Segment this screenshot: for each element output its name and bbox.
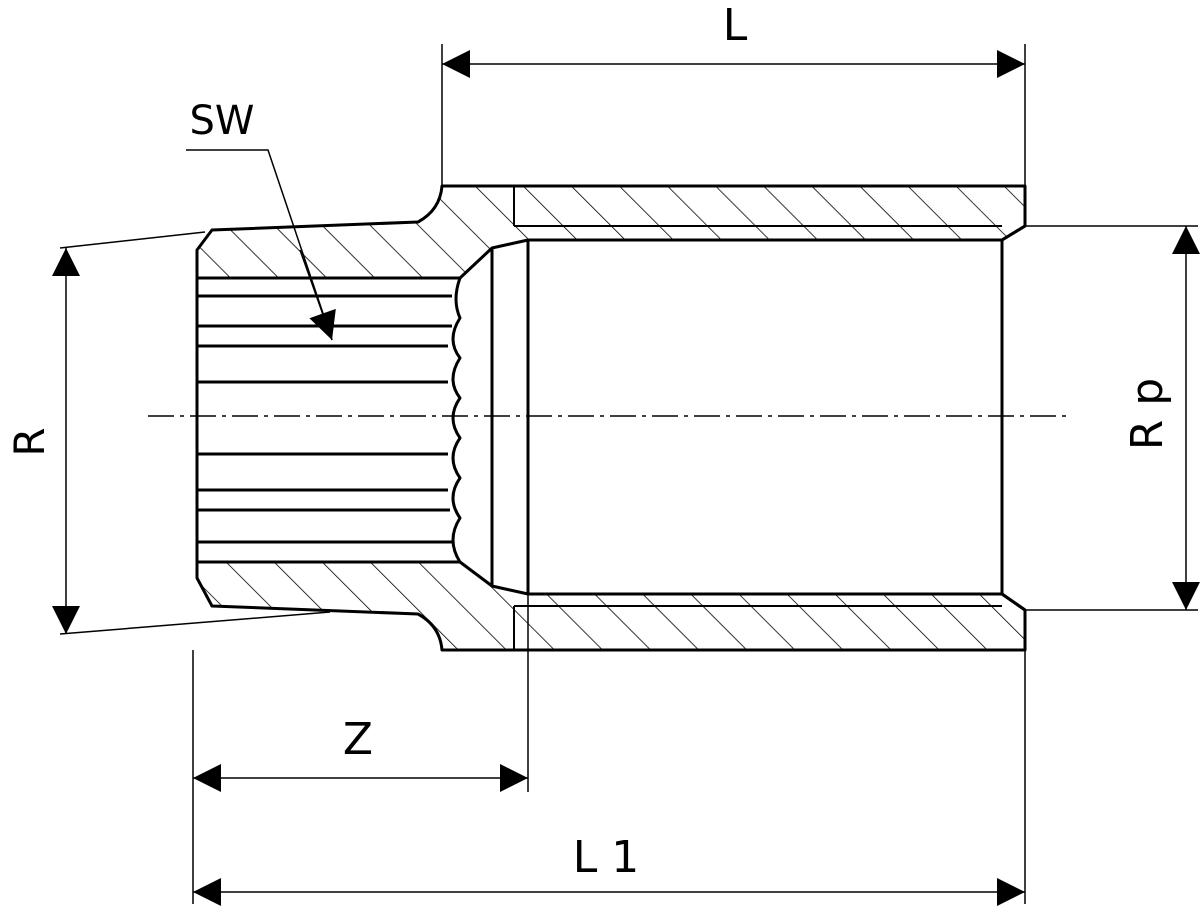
label-SW: SW bbox=[190, 98, 255, 144]
label-Z: Z bbox=[343, 714, 373, 765]
label-L1: L 1 bbox=[573, 832, 640, 883]
inner-bore bbox=[526, 238, 1004, 596]
hex-socket bbox=[195, 276, 462, 564]
label-R: R bbox=[5, 427, 54, 456]
sw-leader-arrow bbox=[299, 249, 336, 341]
fitting-body bbox=[195, 184, 1027, 652]
extension-lines bbox=[59, 44, 1198, 904]
dimension-lines bbox=[52, 50, 1200, 906]
top-wall-section bbox=[195, 184, 1027, 280]
label-L: L bbox=[723, 0, 748, 51]
label-Rp: R p bbox=[1122, 378, 1173, 451]
